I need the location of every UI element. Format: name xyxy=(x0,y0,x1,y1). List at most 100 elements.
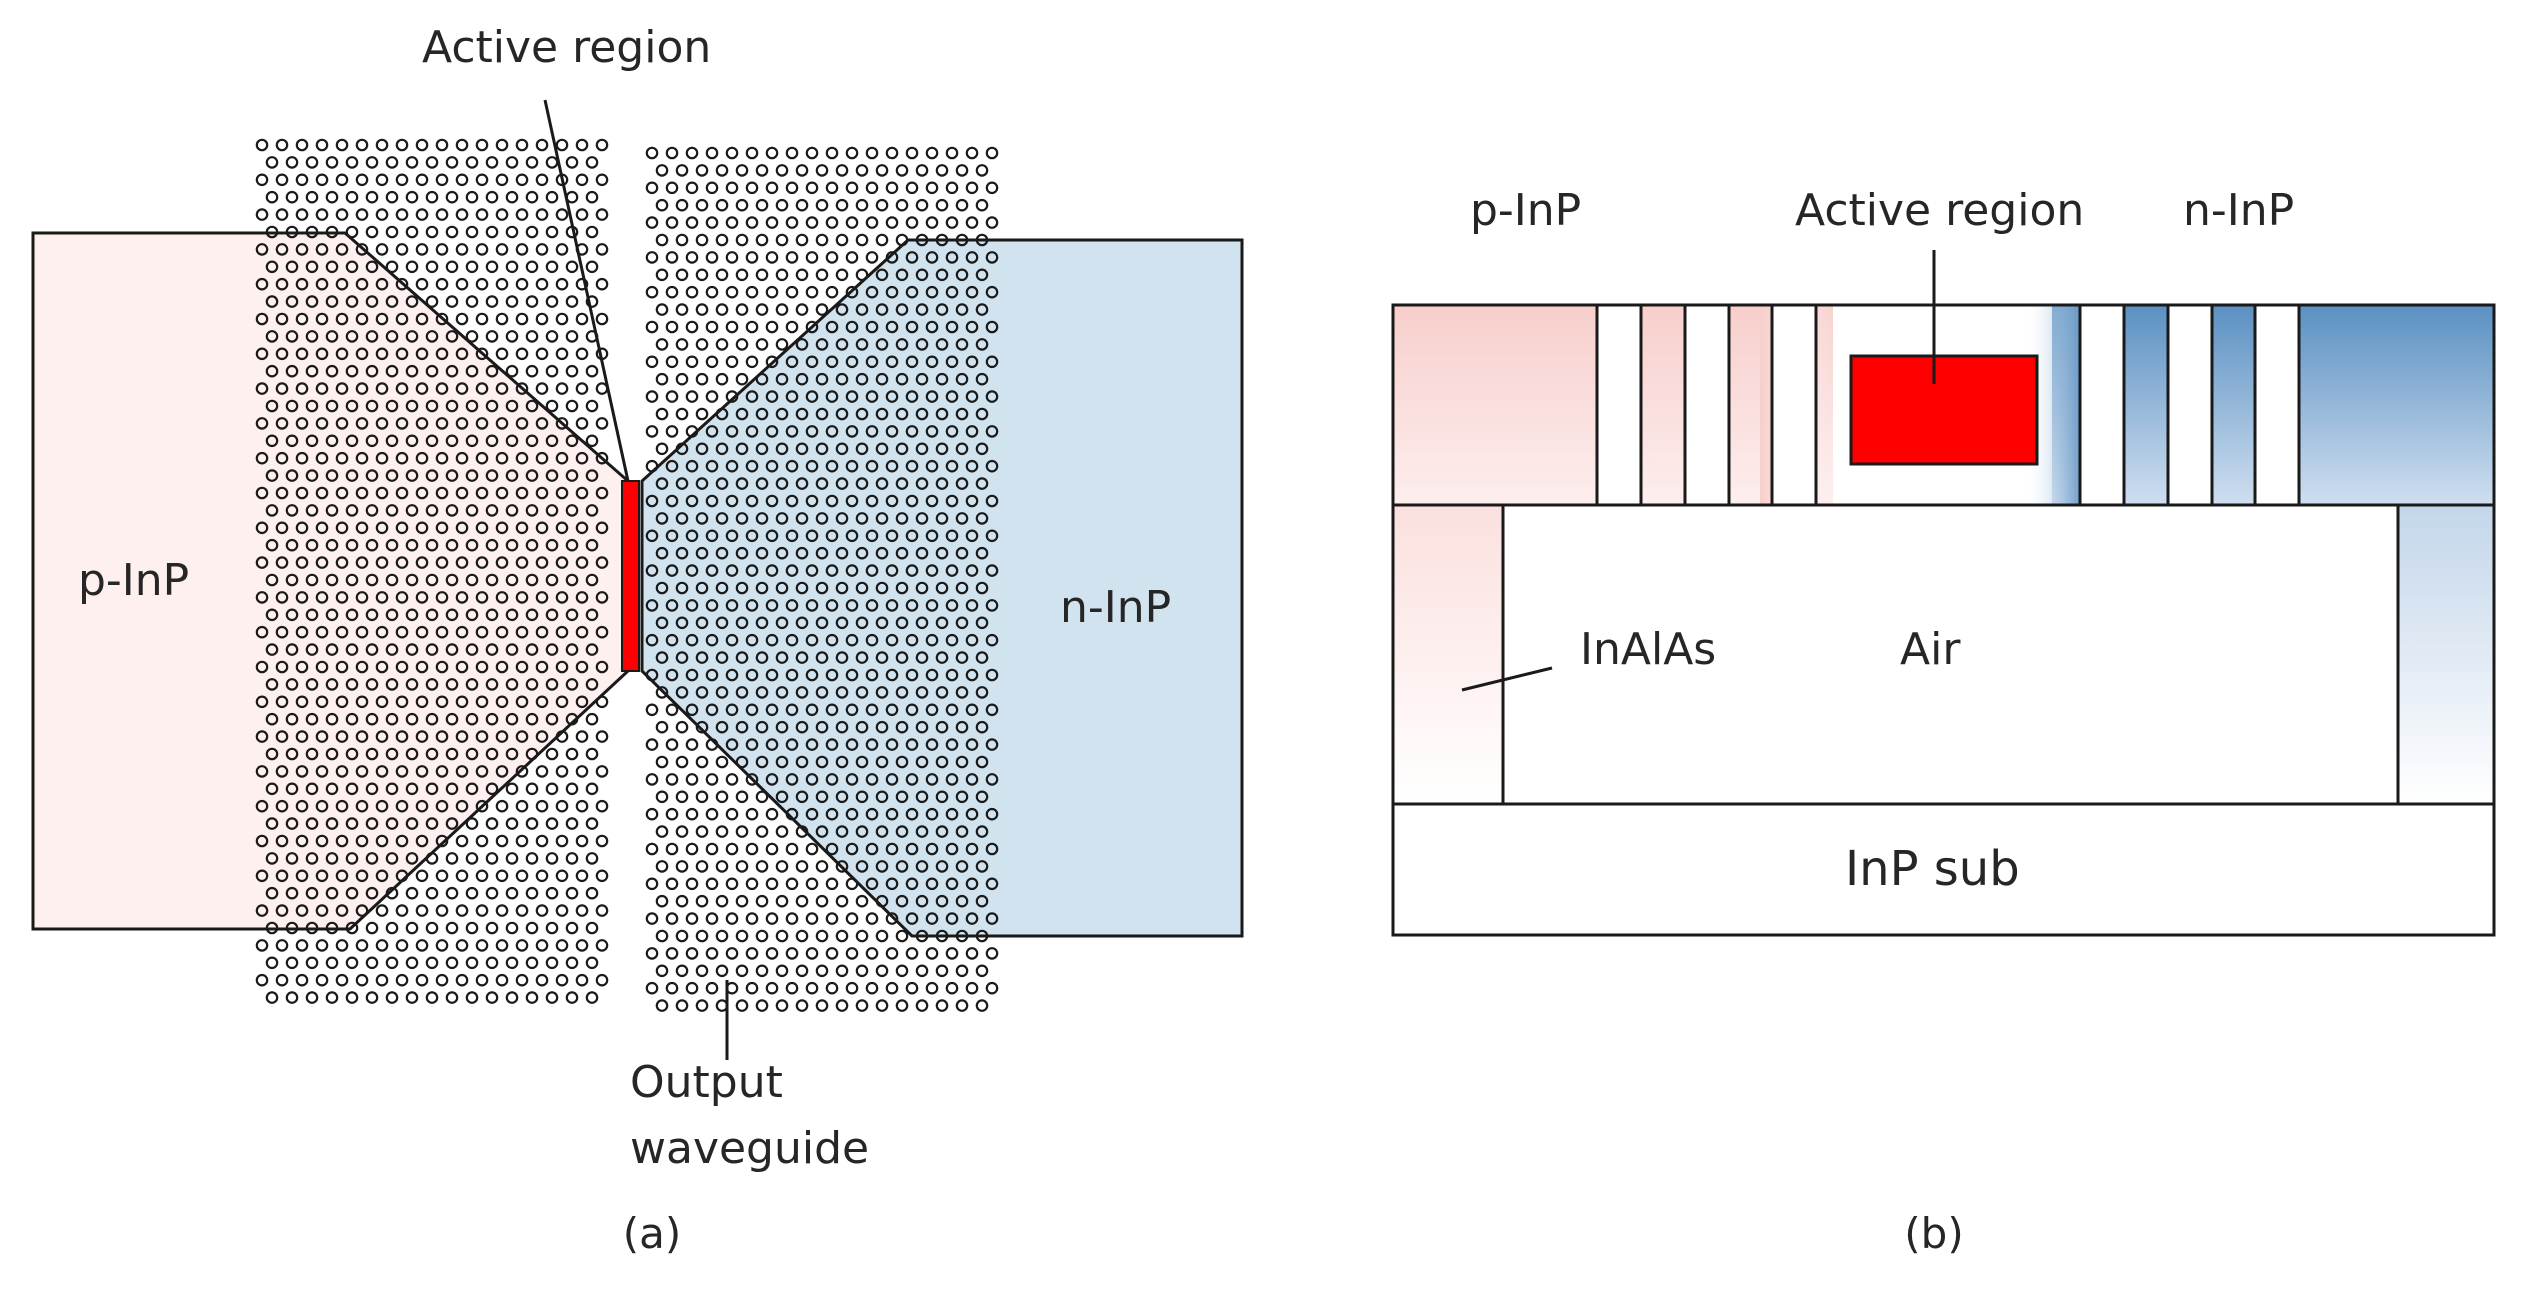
crystal-hole xyxy=(765,912,779,925)
crystal-hole xyxy=(345,156,359,169)
crystal-hole xyxy=(425,852,439,865)
crystal-hole xyxy=(845,285,859,299)
crystal-hole xyxy=(255,834,269,848)
crystal-hole xyxy=(735,512,749,525)
crystal-hole xyxy=(795,929,809,943)
crystal-hole xyxy=(525,643,539,656)
crystal-hole xyxy=(555,417,569,430)
crystal-hole xyxy=(475,521,489,535)
crystal-hole xyxy=(845,146,859,160)
crystal-hole xyxy=(915,372,929,386)
crystal-hole xyxy=(645,703,659,717)
crystal-hole xyxy=(475,451,489,465)
crystal-hole xyxy=(675,407,689,421)
crystal-hole xyxy=(785,633,799,647)
crystal-hole xyxy=(725,633,739,647)
crystal-hole xyxy=(435,730,449,743)
crystal-hole xyxy=(855,442,869,456)
crystal-hole xyxy=(515,834,529,848)
crystal-hole xyxy=(945,285,959,299)
crystal-hole xyxy=(275,347,289,361)
n-inp-label: n-InP xyxy=(1060,582,1171,633)
crystal-hole xyxy=(265,260,279,274)
crystal-hole xyxy=(915,164,929,177)
crystal-hole xyxy=(785,738,799,751)
crystal-hole xyxy=(685,494,699,508)
crystal-hole xyxy=(585,225,599,239)
crystal-hole xyxy=(935,372,949,386)
crystal-hole xyxy=(535,208,549,221)
crystal-hole xyxy=(745,807,759,821)
crystal-hole xyxy=(575,382,589,395)
crystal-hole xyxy=(945,494,959,508)
crystal-hole xyxy=(575,695,589,709)
crystal-hole xyxy=(295,417,309,430)
crystal-hole xyxy=(295,208,309,221)
crystal-hole xyxy=(455,660,469,674)
p-inp-label-b: p-InP xyxy=(1470,185,1581,236)
crystal-hole xyxy=(875,512,889,525)
crystal-hole xyxy=(645,564,659,577)
crystal-hole xyxy=(385,921,399,935)
crystal-hole xyxy=(455,521,469,535)
crystal-hole xyxy=(985,807,999,821)
crystal-hole xyxy=(575,417,589,430)
crystal-hole xyxy=(475,208,489,221)
crystal-hole xyxy=(505,991,519,1004)
crystal-hole xyxy=(795,860,809,873)
crystal-hole xyxy=(715,372,729,386)
crystal-hole xyxy=(815,233,829,247)
crystal-hole xyxy=(745,459,759,473)
crystal-hole xyxy=(425,643,439,656)
crystal-hole xyxy=(875,233,889,247)
crystal-hole xyxy=(795,825,809,838)
crystal-hole xyxy=(595,243,609,256)
crystal-hole xyxy=(485,782,499,796)
crystal-hole xyxy=(355,521,369,535)
crystal-hole xyxy=(455,765,469,778)
crystal-hole xyxy=(255,277,269,291)
crystal-hole xyxy=(965,251,979,264)
crystal-hole xyxy=(775,198,789,212)
crystal-hole xyxy=(325,434,339,448)
crystal-hole xyxy=(315,904,329,917)
crystal-hole xyxy=(375,486,389,500)
crystal-hole xyxy=(445,364,459,378)
crystal-hole xyxy=(355,556,369,569)
crystal-hole xyxy=(395,521,409,535)
crystal-hole xyxy=(375,695,389,709)
crystal-hole xyxy=(595,660,609,674)
crystal-hole xyxy=(315,556,329,569)
crystal-hole xyxy=(825,355,839,369)
crystal-hole xyxy=(815,825,829,838)
crystal-hole xyxy=(475,695,489,709)
crystal-hole xyxy=(425,504,439,517)
crystal-hole xyxy=(485,538,499,552)
crystal-hole xyxy=(265,886,279,900)
crystal-hole xyxy=(515,973,529,987)
crystal-hole xyxy=(365,190,379,204)
crystal-hole xyxy=(955,755,969,769)
crystal-hole xyxy=(515,208,529,221)
crystal-hole xyxy=(255,799,269,813)
crystal-hole xyxy=(465,469,479,482)
crystal-hole xyxy=(415,243,429,256)
crystal-hole xyxy=(545,817,559,830)
crystal-hole xyxy=(425,747,439,761)
crystal-hole xyxy=(285,190,299,204)
crystal-hole xyxy=(705,599,719,612)
crystal-hole xyxy=(345,991,359,1004)
crystal-hole xyxy=(375,869,389,883)
crystal-hole xyxy=(575,730,589,743)
crystal-hole xyxy=(455,834,469,848)
crystal-hole xyxy=(915,999,929,1012)
crystal-hole xyxy=(545,747,559,761)
crystal-hole xyxy=(455,138,469,152)
crystal-hole xyxy=(715,198,729,212)
crystal-hole xyxy=(855,616,869,630)
crystal-hole xyxy=(275,138,289,152)
crystal-hole xyxy=(405,852,419,865)
crystal-hole xyxy=(695,964,709,978)
crystal-hole xyxy=(895,860,909,873)
crystal-hole xyxy=(325,399,339,413)
